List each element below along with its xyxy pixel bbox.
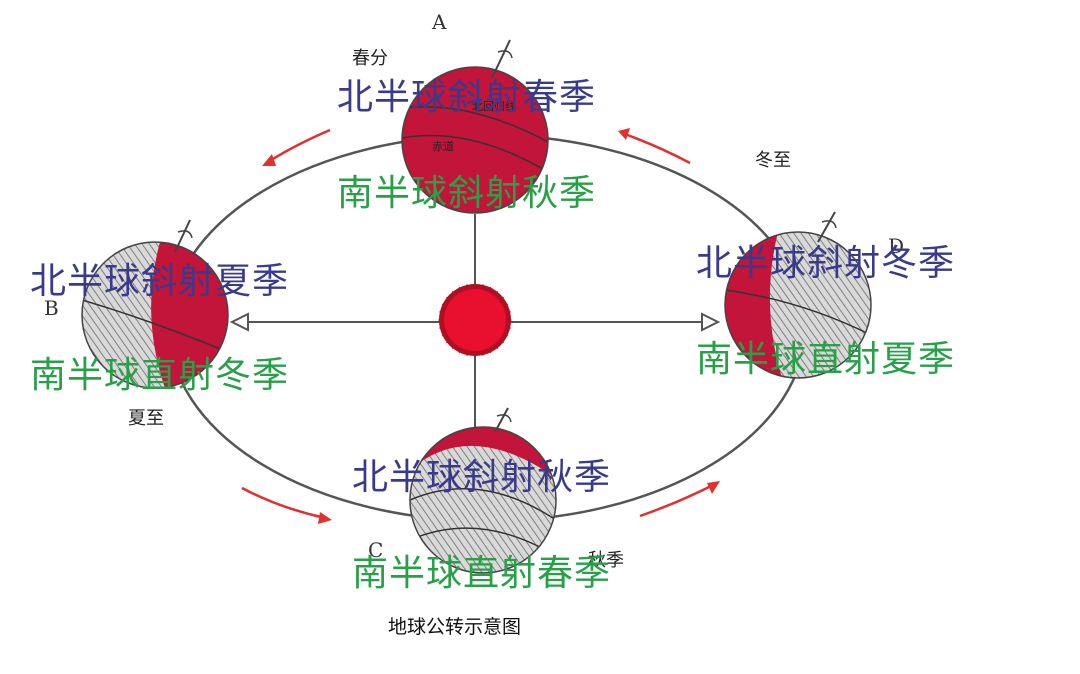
position-letter-b: B bbox=[44, 296, 59, 320]
note-b-south: 南半球直射冬季 bbox=[30, 355, 290, 396]
note-a-north: 北半球斜射春季 bbox=[337, 77, 597, 118]
position-letter-c: C bbox=[368, 538, 384, 562]
note-d-south: 南半球直射夏季 bbox=[696, 339, 956, 380]
globe-a: 北回归线 赤道 bbox=[401, 39, 549, 214]
term-label-spring-equinox: 春分 bbox=[352, 48, 388, 69]
diagram-caption: 地球公转示意图 bbox=[388, 616, 522, 638]
sun bbox=[438, 283, 512, 357]
term-label-autumn: 秋季 bbox=[588, 550, 624, 571]
arrow-bottom-left bbox=[241, 486, 326, 520]
globe-b bbox=[81, 219, 229, 389]
term-label-winter-solstice: 冬至 bbox=[755, 150, 791, 171]
orbit-direction-arrows bbox=[241, 128, 720, 524]
sun-axes bbox=[229, 214, 721, 428]
position-letter-d: D bbox=[888, 234, 905, 258]
globe-c bbox=[409, 407, 557, 574]
arrow-top-left bbox=[267, 128, 331, 164]
note-c-south: 南半球直射春季 bbox=[352, 553, 612, 594]
arrow-bottom-right bbox=[639, 482, 716, 518]
equator-label: 赤道 bbox=[432, 139, 454, 153]
globe-d bbox=[724, 211, 872, 379]
position-letter-a: A bbox=[432, 10, 447, 34]
arrow-top-right bbox=[621, 131, 691, 165]
note-b-north: 北半球斜射夏季 bbox=[30, 261, 290, 302]
tropic-label: 北回归线 bbox=[472, 99, 516, 113]
note-d-north: 北半球斜射冬季 bbox=[696, 243, 956, 284]
term-label-summer-solstice: 夏至 bbox=[128, 408, 164, 429]
note-a-south: 南半球斜射秋季 bbox=[337, 173, 597, 214]
note-c-north: 北半球斜射秋季 bbox=[352, 457, 612, 498]
